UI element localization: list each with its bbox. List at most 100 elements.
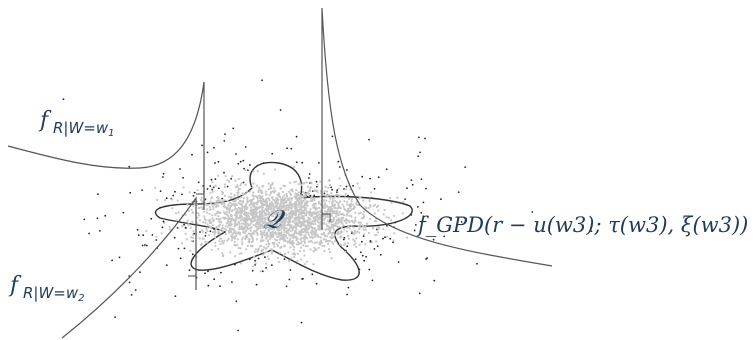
scatter-point (276, 215, 280, 218)
scatter-point (256, 233, 259, 236)
scatter-point (263, 213, 266, 216)
scatter-point (177, 211, 180, 214)
scatter-point (264, 193, 267, 196)
scatter-point (329, 226, 332, 229)
scatter-point (392, 239, 395, 242)
scatter-point (236, 184, 239, 187)
scatter-point (269, 185, 272, 188)
scatter-point (240, 209, 244, 212)
scatter-point (230, 202, 233, 205)
scatter-point (283, 194, 286, 197)
scatter-point (334, 199, 337, 202)
scatter-point (242, 222, 245, 225)
scatter-point (356, 230, 359, 233)
scatter-point (420, 212, 423, 214)
scatter-point (309, 186, 312, 189)
scatter-point (306, 204, 309, 207)
scatter-point (277, 202, 280, 205)
scatter-point (353, 243, 356, 246)
scatter-point (377, 228, 380, 231)
scatter-point (337, 160, 340, 163)
scatter-point (289, 241, 292, 244)
scatter-point (309, 239, 313, 242)
scatter-point (273, 191, 276, 194)
scatter-point (241, 228, 244, 231)
scatter-point (338, 219, 341, 222)
scatter-point (242, 218, 245, 221)
scatter-point (332, 228, 335, 231)
scatter-point (260, 215, 263, 218)
scatter-point (263, 225, 267, 228)
scatter-point (346, 293, 348, 296)
scatter-point (224, 233, 227, 236)
scatter-point (304, 209, 307, 212)
scatter-point (269, 237, 272, 240)
scatter-point (261, 236, 264, 239)
scatter-point (265, 237, 268, 240)
scatter-point (397, 261, 400, 263)
scatter-point (425, 187, 427, 190)
scatter-point (355, 237, 358, 240)
scatter-point (265, 204, 268, 207)
scatter-point (255, 229, 258, 232)
scatter-point (282, 239, 285, 242)
scatter-point (267, 245, 270, 248)
scatter-point (174, 295, 177, 298)
scatter-point (342, 238, 345, 241)
scatter-point (239, 160, 242, 163)
scatter-point (249, 229, 252, 232)
scatter-point (280, 224, 283, 227)
scatter-point (279, 228, 283, 231)
scatter-point (323, 210, 327, 213)
scatter-point (283, 231, 286, 234)
scatter-point (228, 201, 232, 204)
scatter-point (278, 241, 281, 244)
scatter-point (277, 260, 280, 263)
scatter-point (265, 246, 268, 250)
scatter-point (315, 215, 319, 218)
scatter-point (328, 183, 332, 187)
scatter-point (192, 230, 195, 233)
scatter-point (230, 239, 233, 242)
scatter-point (223, 199, 226, 202)
scatter-point (273, 206, 276, 210)
scatter-point (216, 196, 219, 199)
scatter-point (323, 203, 326, 206)
scatter-point (319, 211, 322, 214)
scatter-point (369, 177, 371, 180)
scatter-point (175, 212, 178, 215)
scatter-point (267, 228, 270, 231)
scatter-point (267, 229, 271, 232)
scatter-point (350, 219, 354, 222)
scatter-point (287, 208, 290, 211)
scatter-point (290, 257, 293, 260)
scatter-point (270, 248, 273, 251)
scatter-point (278, 217, 281, 220)
scatter-point (224, 175, 227, 178)
scatter-point (286, 147, 288, 150)
scatter-point (282, 190, 285, 194)
scatter-point (182, 176, 185, 179)
scatter-point (317, 218, 320, 221)
scatter-point (211, 217, 214, 220)
scatter-point (252, 255, 256, 258)
scatter-point (306, 223, 310, 226)
scatter-point (211, 187, 214, 190)
scatter-point (289, 230, 292, 233)
scatter-point (357, 221, 360, 224)
scatter-point (287, 251, 290, 254)
scatter-point (230, 214, 233, 217)
scatter-point (259, 212, 263, 215)
scatter-point (203, 215, 206, 218)
scatter-point (219, 217, 222, 220)
scatter-point (342, 205, 345, 208)
scatter-point (228, 208, 231, 211)
scatter-point (299, 249, 302, 253)
scatter-point (220, 202, 223, 205)
scatter-point (206, 223, 209, 226)
scatter-point (247, 224, 250, 227)
threshold-marker-w1 (196, 188, 205, 195)
scatter-point (352, 203, 355, 206)
scatter-point (240, 196, 243, 199)
scatter-point (414, 224, 417, 226)
